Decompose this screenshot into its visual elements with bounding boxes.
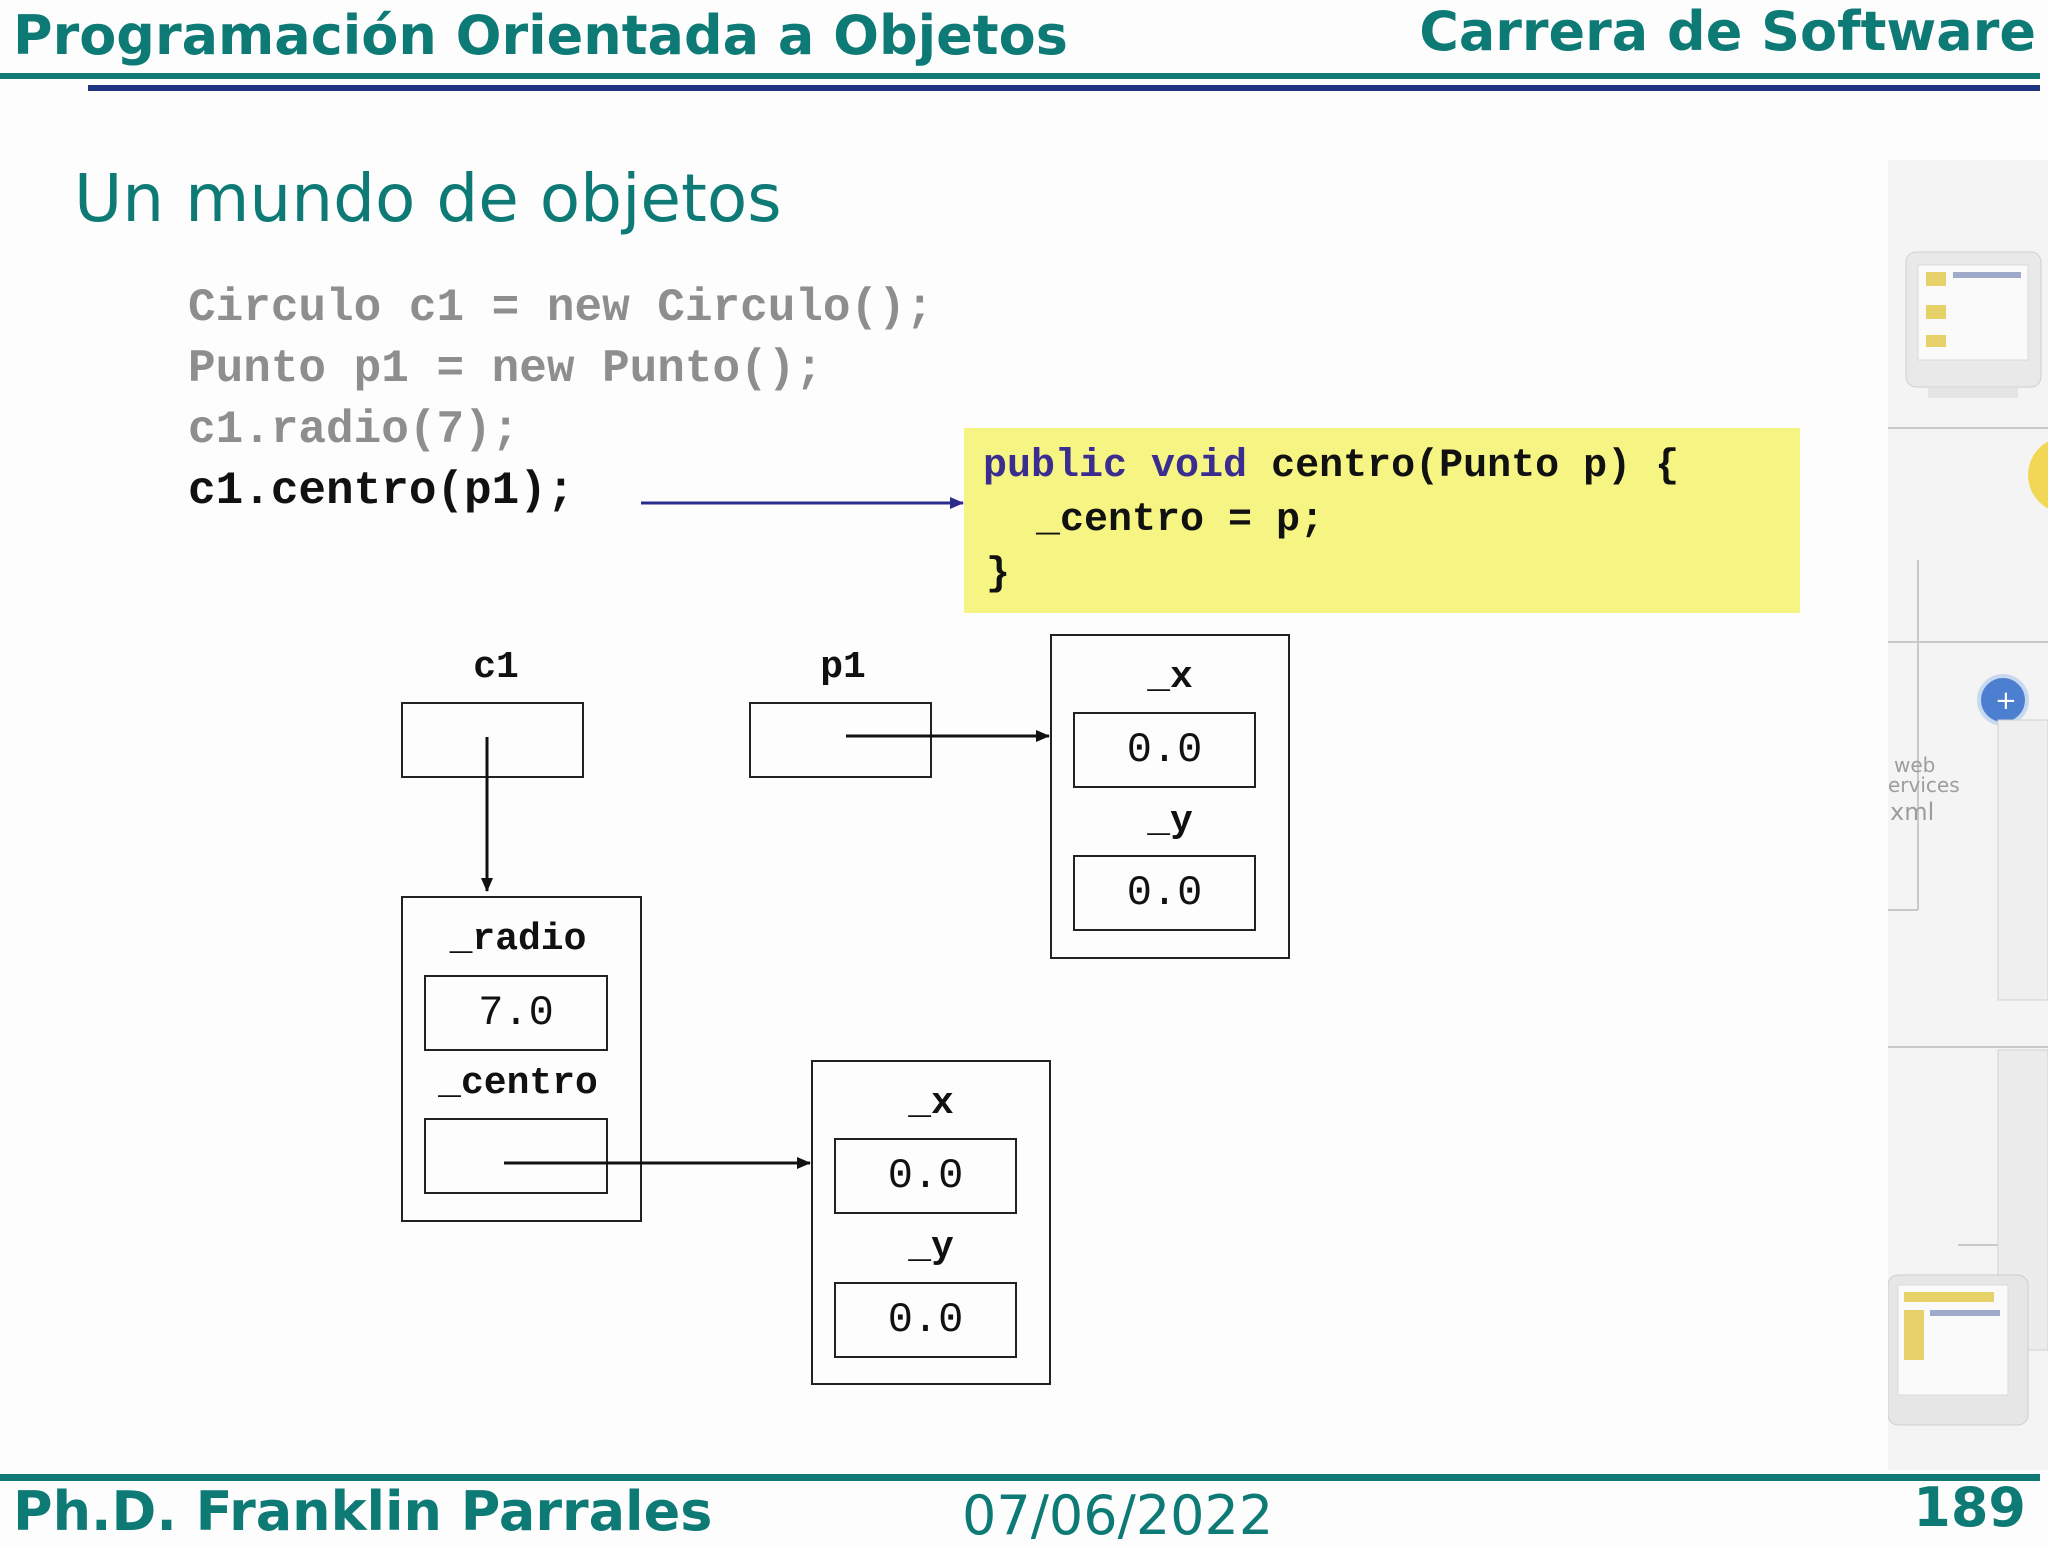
- side-text-services: ervices: [1888, 773, 1960, 797]
- monitor-icon-bottom: [1887, 1274, 2029, 1426]
- punto-object-p1: [1050, 634, 1290, 959]
- field-label-centro: _centro: [438, 1062, 598, 1105]
- decorative-side-image: + web ervices xml: [1887, 160, 2048, 1470]
- header-rule-teal: [0, 73, 2040, 79]
- punto-object-centro: [811, 1060, 1051, 1385]
- keyword-void: void: [1151, 444, 1248, 489]
- field-value-radio: 7.0: [424, 975, 608, 1051]
- var-label-c1: c1: [473, 646, 519, 689]
- field-value-y-centro: 0.0: [834, 1282, 1017, 1358]
- field-label-radio: _radio: [449, 918, 587, 961]
- field-label-x-centro: _x: [908, 1082, 954, 1125]
- var-box-p1: [749, 702, 932, 778]
- code-line-2: Punto p1 = new Punto();: [188, 343, 823, 395]
- yellow-disc-icon: [2028, 441, 2048, 509]
- slide-title: Un mundo de objetos: [74, 160, 782, 237]
- monitor-icon-top: [1905, 251, 2042, 398]
- field-label-y-centro: _y: [908, 1226, 954, 1269]
- var-label-p1: p1: [820, 646, 866, 689]
- side-text-xml: xml: [1890, 798, 1934, 826]
- method-signature-line: public void centro(Punto p) {: [983, 444, 1679, 489]
- var-box-c1: [401, 702, 584, 778]
- footer-rule: [0, 1474, 2040, 1481]
- method-body-line: _centro = p;: [1036, 498, 1325, 543]
- code-line-4: c1.centro(p1);: [188, 465, 575, 517]
- course-title: Programación Orientada a Objetos: [13, 4, 1068, 67]
- program-title: Carrera de Software: [1419, 0, 2036, 63]
- method-signature: centro(Punto p) {: [1271, 444, 1680, 489]
- field-label-x-p1: _x: [1147, 656, 1193, 699]
- header-rule-navy: [88, 85, 2040, 91]
- side-text-web: web: [1894, 753, 1935, 777]
- footer-date: 07/06/2022: [962, 1484, 1274, 1547]
- keyword-public: public: [983, 444, 1128, 489]
- svg-text:+: +: [1995, 686, 2017, 716]
- field-value-y-p1: 0.0: [1073, 855, 1256, 931]
- side-illustration: + web ervices xml: [1887, 160, 2048, 1470]
- footer-page-number: 189: [1913, 1476, 2026, 1539]
- code-line-3: c1.radio(7);: [188, 404, 520, 456]
- footer-author: Ph.D. Franklin Parrales: [13, 1480, 713, 1543]
- field-label-y-p1: _y: [1147, 800, 1193, 843]
- field-value-x-centro: 0.0: [834, 1138, 1017, 1214]
- field-box-centro: [424, 1118, 608, 1194]
- method-highlight-box: [964, 428, 1800, 613]
- field-value-x-p1: 0.0: [1073, 712, 1256, 788]
- method-close-brace: }: [986, 552, 1011, 597]
- code-line-1: Circulo c1 = new Circulo();: [188, 282, 934, 334]
- circulo-object: [401, 896, 642, 1222]
